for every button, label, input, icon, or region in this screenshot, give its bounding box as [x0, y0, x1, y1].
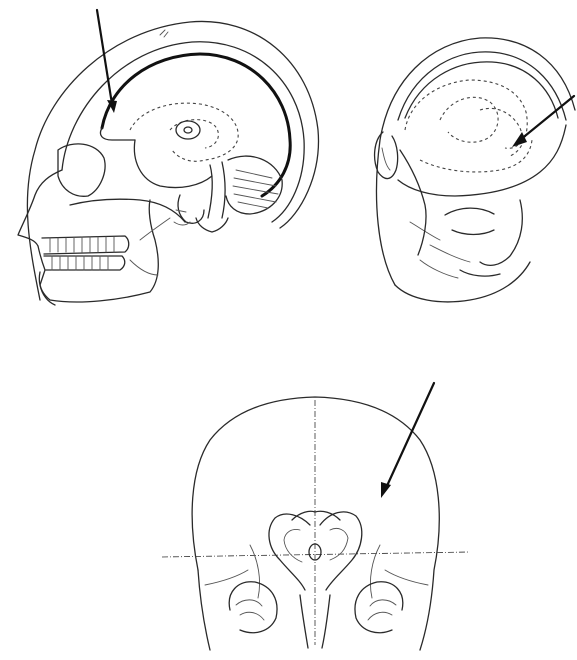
oblique-temple [400, 150, 426, 255]
lateral-brainstem [208, 162, 225, 218]
lateral-sinus-line [160, 30, 168, 37]
coronal-left-hippocampus [236, 600, 264, 620]
lateral-temporal-lobe [134, 140, 212, 188]
lateral-upper-jaw [42, 236, 129, 254]
coronal-brain-panel [162, 383, 470, 650]
oblique-ventricle-dashed [440, 97, 498, 142]
lateral-skull-outline [62, 42, 304, 222]
coronal-left-temporal [229, 582, 277, 633]
coronal-left-ventricle [269, 514, 310, 590]
lateral-thalamus-center [184, 127, 192, 133]
oblique-arrowhead [512, 132, 527, 147]
oblique-jaw [395, 262, 530, 302]
coronal-right-temporal [355, 582, 403, 633]
lateral-head-outline [27, 21, 318, 300]
lateral-ventricle-dashed [130, 103, 238, 161]
lateral-mandible-ramus [130, 218, 170, 275]
oblique-eye-region [445, 208, 494, 234]
coronal-left-ventricle-inner [284, 529, 302, 562]
coronal-right-ventricle [320, 512, 362, 590]
coronal-right-ventricle-inner [330, 528, 348, 560]
oblique-cheek-lines [410, 222, 470, 278]
lateral-thalamus [176, 121, 200, 139]
coronal-horizontal-axis [162, 552, 470, 557]
coronal-brain-outline-left-lower [198, 570, 210, 650]
lateral-forehead [18, 170, 62, 246]
lateral-lower-teeth [52, 256, 108, 270]
lateral-brain-outline [102, 54, 290, 196]
coronal-arrowhead [381, 482, 391, 498]
coronal-right-sylvian [385, 570, 428, 585]
coronal-arrow [386, 383, 434, 488]
lateral-head-panel [18, 10, 318, 305]
coronal-brain-outline [192, 397, 439, 650]
lateral-cheekbone [70, 199, 185, 222]
lateral-upper-teeth [50, 237, 114, 252]
lateral-mandible [39, 200, 158, 302]
oblique-ear-inner [382, 148, 390, 170]
oblique-forehead [398, 125, 566, 196]
oblique-head-outline [376, 38, 575, 285]
oblique-mouth [460, 270, 500, 276]
coronal-corpus-callosum [292, 511, 340, 520]
oblique-head-panel [375, 38, 575, 302]
coronal-right-hippocampus [368, 600, 396, 620]
coronal-left-sylvian [205, 570, 248, 585]
oblique-brain-dashed [405, 80, 527, 156]
